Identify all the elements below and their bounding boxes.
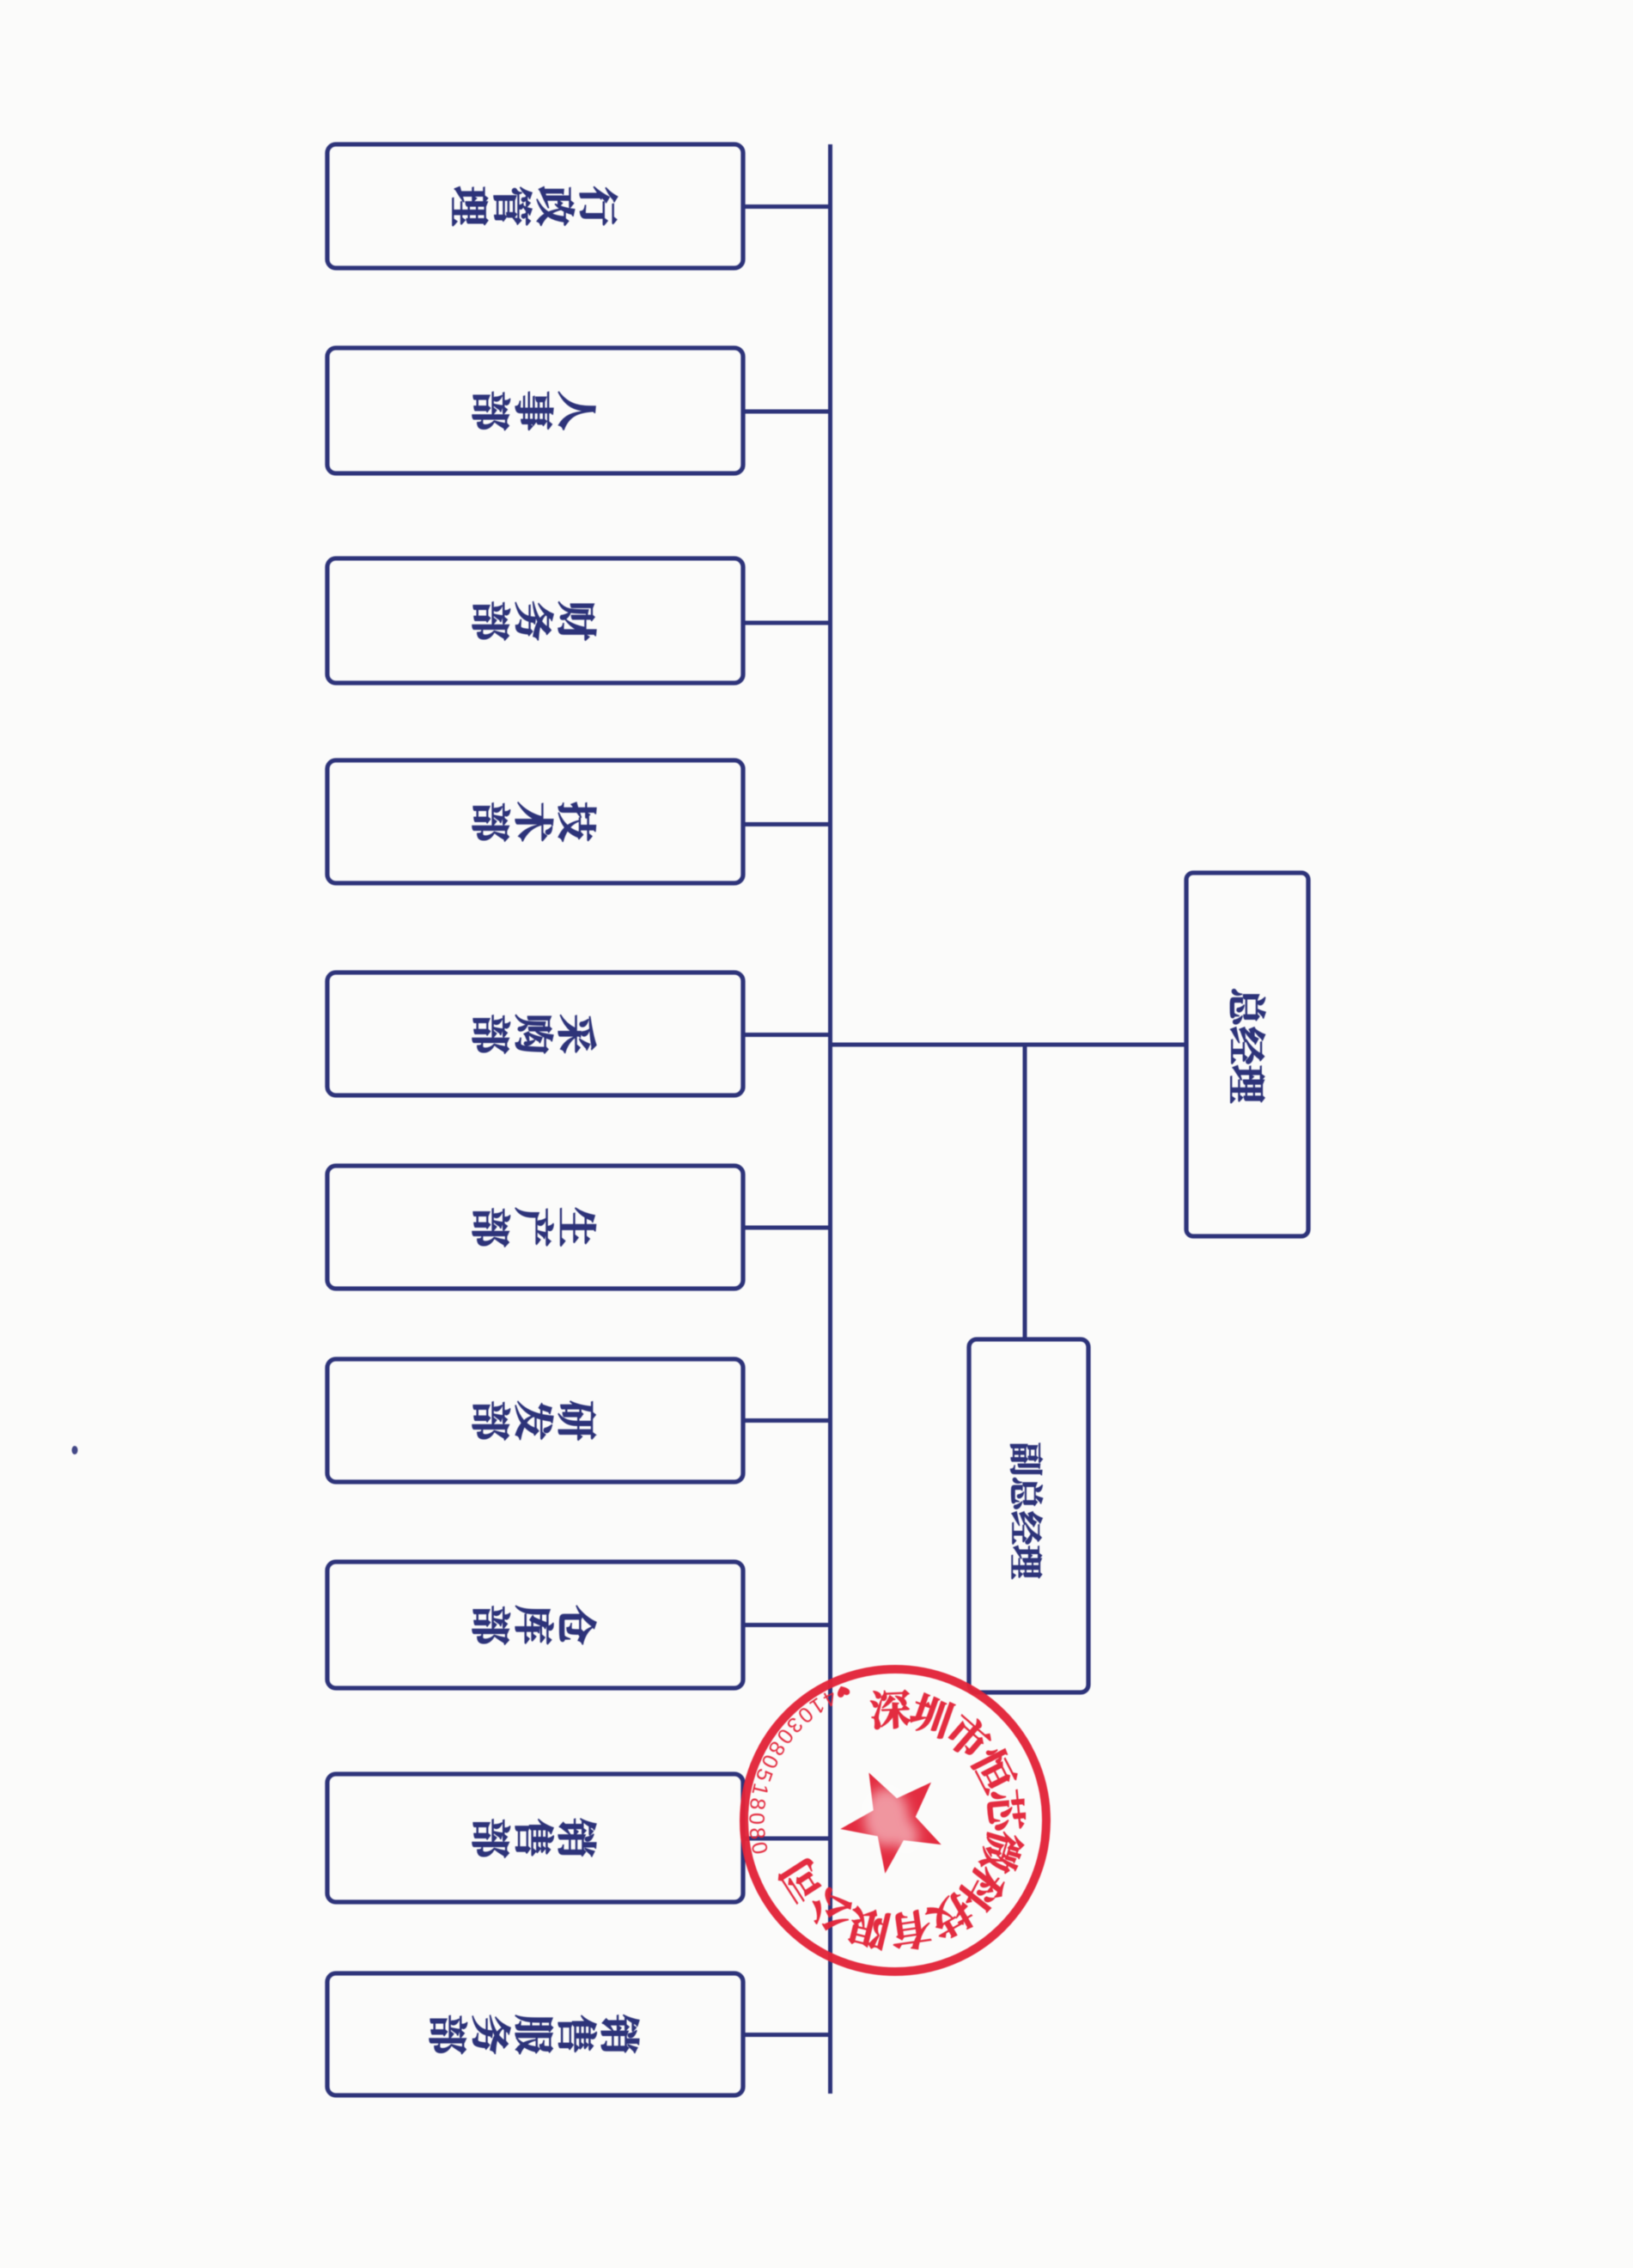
svg-text:8: 8 [745,1796,770,1811]
svg-text:0: 0 [744,1813,768,1825]
svg-text:8: 8 [745,1826,770,1840]
svg-text:1: 1 [746,1781,772,1798]
svg-text:0: 0 [746,1840,772,1856]
